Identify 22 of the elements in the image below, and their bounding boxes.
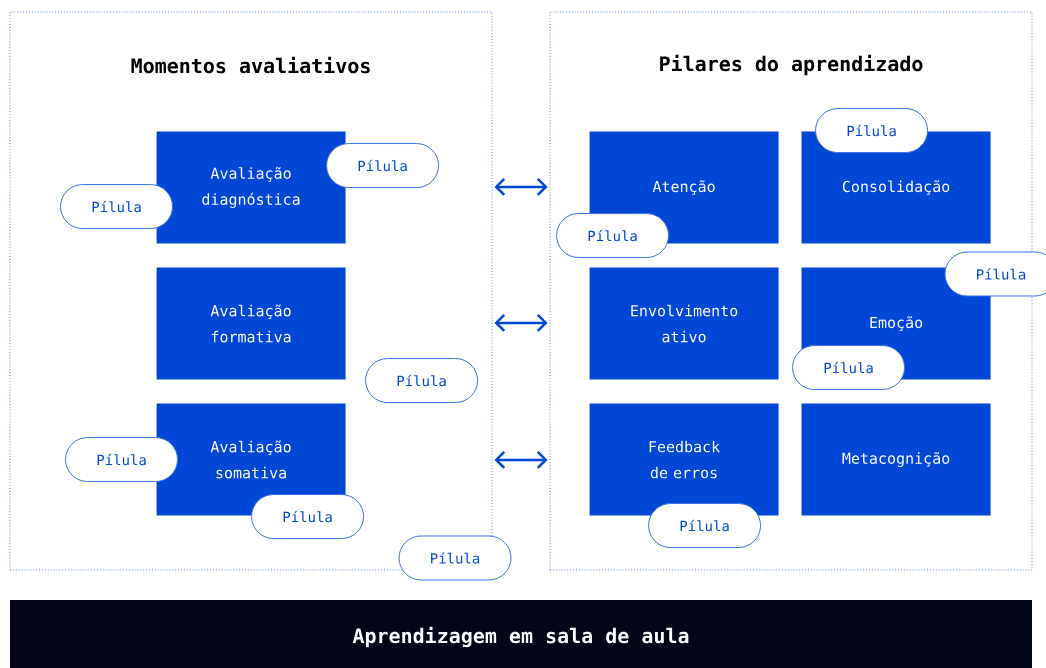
pill-tag: Pílula [60, 184, 174, 230]
pill-tag: Pílula [326, 143, 440, 189]
pill-tag: Pílula [365, 358, 479, 404]
double-arrow [494, 314, 548, 332]
double-arrow [494, 178, 548, 196]
concept-box: Envolvimento ativo [589, 267, 779, 380]
pill-tag: Pílula [65, 437, 179, 483]
double-arrow [494, 451, 548, 469]
pill-tag: Pílula [398, 535, 512, 581]
pill-tag: Pílula [648, 503, 762, 549]
concept-box: Metacognição [801, 403, 991, 516]
footer-text: Aprendizagem em sala de aula [352, 626, 689, 648]
concept-box: Avaliação diagnóstica [156, 131, 346, 244]
concept-box: Feedback de erros [589, 403, 779, 516]
pill-tag: Pílula [815, 108, 929, 154]
panel-heading: Momentos avaliativos [131, 56, 370, 74]
concept-box: Avaliação formativa [156, 267, 346, 380]
pill-tag: Pílula [251, 494, 365, 540]
pill-tag: Pílula [944, 251, 1046, 297]
pill-tag: Pílula [792, 345, 906, 391]
pill-tag: Pílula [556, 213, 670, 259]
panel-heading: Pilares do aprendizado [660, 54, 923, 76]
